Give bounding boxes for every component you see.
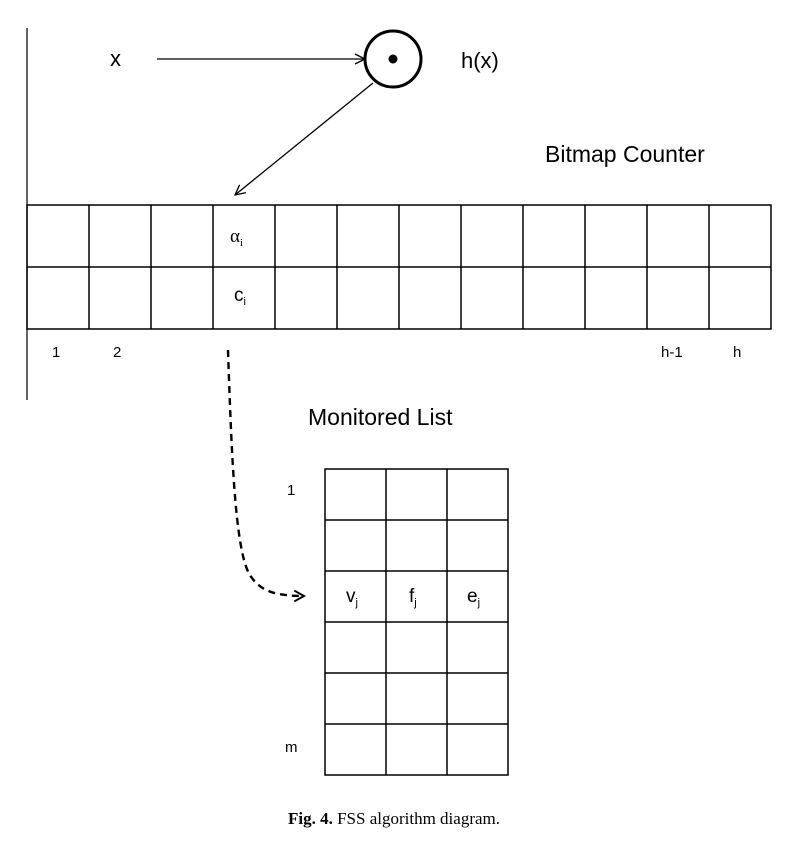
- bitmap-counter-table: [26, 204, 772, 330]
- input-label-x: x: [110, 46, 121, 71]
- monitored-cell-f: fj: [409, 586, 417, 609]
- bitmap-index-2: 2: [113, 344, 121, 361]
- bitmap-index-1: 1: [52, 344, 60, 361]
- monitored-row-label-m: m: [285, 739, 298, 756]
- bitmap-to-list-dashed-arrow: [226, 349, 307, 603]
- caption-text: FSS algorithm diagram.: [333, 809, 500, 828]
- caption-prefix: Fig. 4.: [288, 809, 333, 828]
- bitmap-counter-title: Bitmap Counter: [545, 141, 705, 167]
- hash-function-dot: [388, 54, 398, 64]
- monitored-row-label-1: 1: [287, 482, 295, 499]
- output-label-hx: h(x): [461, 48, 499, 73]
- bitmap-index-h-minus-1: h-1: [661, 344, 683, 361]
- monitored-cell-e: ej: [467, 586, 480, 609]
- monitored-cell-v: vj: [346, 586, 358, 609]
- hash-to-bitmap-arrow: [235, 82, 374, 195]
- bitmap-index-h: h: [733, 344, 741, 361]
- bitmap-cell-c: ci: [234, 285, 246, 308]
- figure-caption: Fig. 4. FSS algorithm diagram.: [288, 809, 500, 828]
- bitmap-cell-alpha: αi: [230, 226, 243, 249]
- monitored-list-table: [324, 468, 509, 776]
- monitored-list-title: Monitored List: [308, 404, 453, 430]
